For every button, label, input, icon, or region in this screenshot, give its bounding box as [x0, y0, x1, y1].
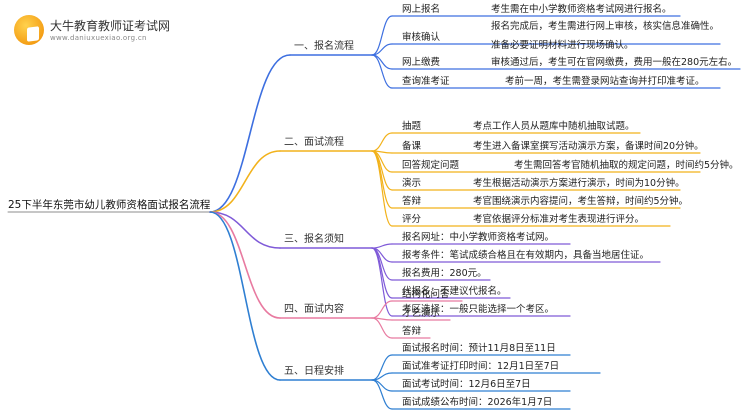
s2-desc-questions: 考生需回答考官随机抽取的规定问题，时间约5分钟。 — [514, 160, 739, 171]
section-schedule: 五、日程安排 — [284, 366, 344, 377]
s1-desc-admission-ticket: 考前一周，考生需登录网站查询并打印准考证。 — [505, 76, 705, 87]
s3-item-conditions: 报考条件：笔试成绩合格且在有效期内，具备当地居住证。 — [402, 250, 650, 261]
s2-key-demo: 演示 — [402, 178, 422, 189]
section-1-leaf-1-branch — [371, 15, 393, 56]
s1-key-review: 审核确认 — [402, 32, 441, 43]
s2-desc-prepare: 考生进入备课室撰写活动演示方案，备课时间20分钟。 — [473, 141, 704, 152]
s4-item-talent-show: 才艺演示 — [402, 308, 441, 319]
s3-item-proxy: 代报名：不建议代报名。 — [402, 286, 507, 297]
s2-key-defense: 答辩 — [402, 196, 422, 207]
book-badge-icon — [14, 15, 44, 45]
s2-key-prepare: 备课 — [402, 141, 422, 152]
section-3-branch — [209, 211, 281, 249]
logo-url: www.daniuxuexiao.org.cn — [50, 34, 147, 42]
s1-desc-payment: 审核通过后，考生可在官网缴费，费用一般在280元左右。 — [491, 57, 738, 68]
s2-desc-scoring: 考官依据评分标准对考生表现进行评分。 — [473, 214, 645, 225]
s4-item-structured-qa: 结构化问答 — [402, 289, 450, 300]
logo-title: 大牛教育教师证考试网 — [50, 19, 171, 33]
s3-item-region: 考区选择：一般只能选择一个考区。 — [402, 304, 555, 315]
root-topic: 25下半年东莞市幼儿教师资格面试报名流程 — [8, 199, 211, 211]
s1-key-online-signup: 网上报名 — [402, 4, 441, 15]
section-2-leaf-1-branch — [371, 132, 393, 152]
section-1-leaf-3-branch — [371, 54, 393, 70]
section-5-leaf-4-branch — [371, 379, 393, 410]
section-2-leaf-6-branch — [371, 150, 393, 227]
section-3-leaf-5-branch — [371, 247, 393, 317]
s1-key-payment: 网上缴费 — [402, 57, 441, 68]
section-interview-content: 四、面试内容 — [284, 304, 344, 315]
section-signup-process: 一、报名流程 — [294, 41, 354, 52]
section-signup-notes: 三、报名须知 — [284, 234, 344, 245]
s1-desc-review-2: 准备必要证明材料进行现场确认。 — [491, 40, 634, 51]
s2-key-scoring: 评分 — [402, 214, 422, 225]
section-3-leaf-1-branch — [371, 243, 393, 249]
section-5-branch — [209, 211, 281, 381]
s2-desc-draw: 考点工作人员从题库中随机抽取试题。 — [473, 121, 635, 132]
s5-item-signup-time: 面试报名时间：预计11月8日至11日 — [402, 343, 556, 354]
section-1-leaf-4-branch — [371, 54, 393, 89]
section-1-branch — [209, 54, 291, 213]
section-2-branch — [209, 150, 281, 213]
s1-key-admission-ticket: 查询准考证 — [402, 76, 450, 87]
s2-key-draw: 抽题 — [402, 121, 422, 132]
s1-desc-online-signup: 考生需在中小学教师资格考试网进行报名。 — [491, 4, 672, 15]
s2-key-questions: 回答规定问题 — [402, 160, 460, 171]
section-4-leaf-3-branch — [371, 317, 393, 339]
section-2-leaf-5-branch — [371, 150, 393, 209]
s3-item-website: 报名网址：中小学教师资格考试网。 — [402, 232, 555, 243]
s4-item-defense: 答辩 — [402, 326, 422, 337]
s5-item-result-time: 面试成绩公布时间：2026年1月7日 — [402, 397, 553, 408]
section-4-branch — [209, 211, 281, 319]
s5-item-ticket-time: 面试准考证打印时间：12月1日至7日 — [402, 361, 560, 372]
s5-item-exam-time: 面试考试时间：12月6日至7日 — [402, 379, 531, 390]
s2-desc-demo: 考生根据活动演示方案进行演示，时间为10分钟。 — [473, 178, 685, 189]
s3-item-fee: 报名费用：280元。 — [402, 268, 487, 279]
site-logo: 大牛教育教师证考试网 www.daniuxuexiao.org.cn — [10, 10, 170, 50]
section-interview-process: 二、面试流程 — [284, 137, 344, 148]
section-4-leaf-1-branch — [371, 300, 393, 319]
s1-desc-review-1: 报名完成后，考生需进行网上审核，核实信息准确性。 — [491, 21, 720, 32]
s2-desc-defense: 考官围绕演示内容提问，考生答辩，时间约5分钟。 — [473, 196, 689, 207]
